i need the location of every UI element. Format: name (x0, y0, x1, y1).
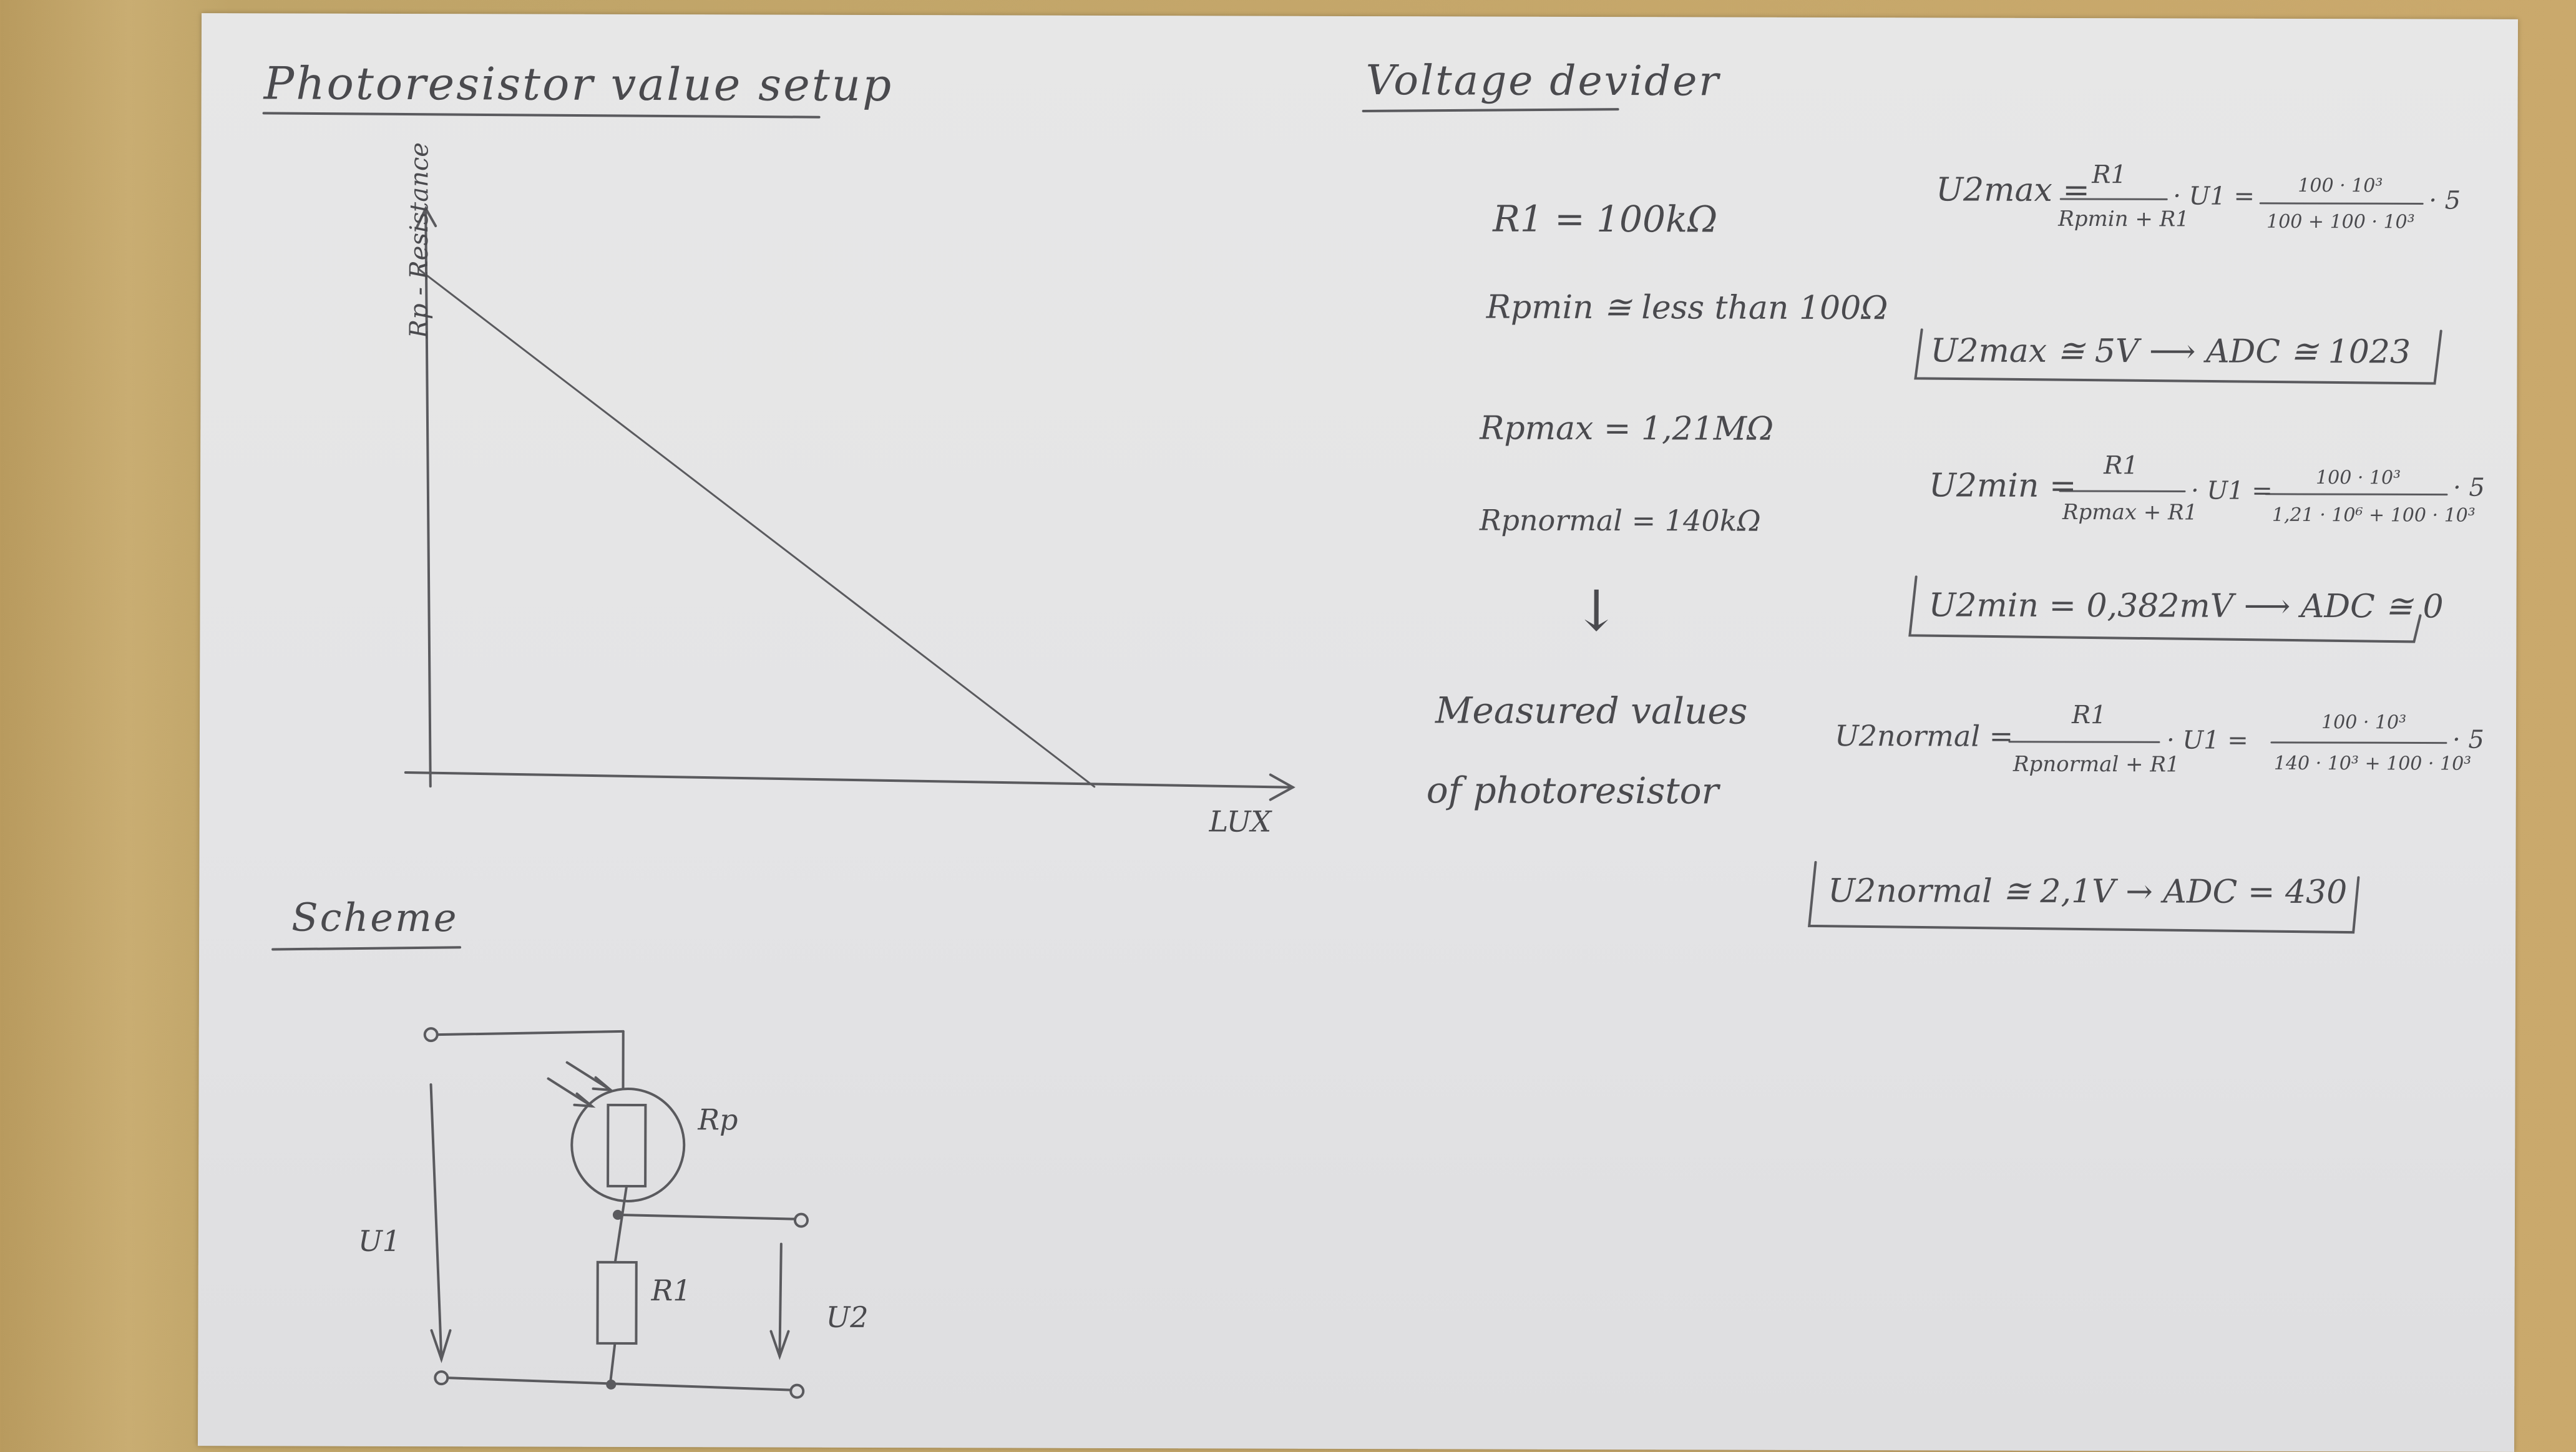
value-rpmin: Rpmin ≅ less than 100Ω (1486, 289, 1888, 328)
fraction-bar (2009, 742, 2159, 743)
title-photoresistor-setup: Photoresistor value setup (264, 57, 894, 111)
u2max-lhs: U2max = (1936, 171, 2090, 209)
u2min-denominator: Rpmax + R1 (2062, 500, 2197, 525)
label-u2: U2 (826, 1300, 868, 1334)
u2normal-denominator: Rpnormal + R1 (2013, 752, 2180, 777)
measured-values-line1: Measured values (1435, 689, 1748, 732)
down-arrow-icon: ↓ (1573, 578, 1620, 644)
value-rpnormal: Rpnormal = 140kΩ (1480, 504, 1761, 538)
measured-values-line2: of photoresistor (1427, 769, 1719, 812)
photoresistor-body (608, 1105, 645, 1186)
u2min-numerator: R1 (2104, 451, 2139, 480)
graph-y-label: Rp - Resistance (405, 128, 434, 353)
wire-top (437, 1031, 623, 1035)
value-r1: R1 = 100kΩ (1493, 198, 1717, 241)
label-u1: U1 (358, 1224, 401, 1258)
circuit-scheme (424, 1028, 808, 1398)
u2-arrow (779, 1244, 781, 1357)
u2max-multiplier: · 5 (2429, 186, 2461, 215)
u2min-mid: · U1 = (2191, 476, 2273, 505)
fraction-bar (2266, 494, 2447, 495)
u1-arrow (430, 1084, 442, 1359)
u2normal-lhs: U2normal = (1835, 719, 2013, 753)
resistance-curve (418, 270, 1096, 787)
u2max-mid: · U1 = (2173, 182, 2255, 210)
u2min-result: U2min = 0,382mV ⟶ ADC ≅ 0 (1928, 587, 2443, 625)
label-rp: Rp (698, 1103, 738, 1136)
label-r1: R1 (651, 1274, 691, 1307)
paper-sheet: Photoresistor value setup Voltage devide… (198, 13, 2518, 1452)
u2min-denominator-values: 1,21 · 10⁶ + 100 · 10³ (2272, 504, 2476, 527)
u2min-multiplier: · 5 (2453, 474, 2485, 502)
terminal-output-top (795, 1214, 807, 1227)
title-underline-scheme (273, 947, 460, 950)
wire-bottom (447, 1378, 791, 1390)
u2max-numerator-values: 100 · 10³ (2298, 175, 2383, 197)
u2max-denominator: Rpmin + R1 (2058, 207, 2189, 232)
graph (406, 208, 1294, 800)
u2normal-result: U2normal ≅ 2,1V → ADC = 430 (1828, 872, 2347, 911)
graph-x-label: LUX (1209, 804, 1272, 838)
u2normal-numerator-values: 100 · 10³ (2321, 711, 2406, 733)
title-underline-right (1364, 109, 1618, 112)
u2normal-mid: · U1 = (2167, 726, 2248, 754)
wire-middle (615, 1186, 627, 1262)
title-scheme: Scheme (291, 895, 459, 941)
title-voltage-divider: Voltage devider (1366, 56, 1720, 105)
u2max-numerator: R1 (2092, 160, 2127, 189)
value-rpmax: Rpmax = 1,21MΩ (1480, 410, 1773, 448)
u2normal-multiplier: · 5 (2452, 726, 2484, 754)
resistor-r1-body (597, 1262, 636, 1343)
fraction-bar (2260, 203, 2422, 204)
u2max-result: U2max ≅ 5V ⟶ ADC ≅ 1023 (1931, 332, 2411, 371)
x-axis (406, 772, 1293, 787)
u2max-denominator-values: 100 + 100 · 10³ (2266, 211, 2415, 233)
terminal-top-left (425, 1028, 437, 1041)
u2normal-numerator: R1 (2072, 701, 2107, 729)
fraction-bar (2060, 491, 2185, 492)
u2min-numerator-values: 100 · 10³ (2316, 467, 2401, 489)
u2min-lhs: U2min = (1929, 467, 2077, 505)
wire-to-output (618, 1215, 795, 1219)
terminal-bottom-left (435, 1372, 447, 1384)
u2normal-denominator-values: 140 · 10³ + 100 · 10³ (2274, 753, 2471, 775)
terminal-output-bottom (791, 1385, 803, 1398)
title-underline-left (264, 113, 819, 117)
